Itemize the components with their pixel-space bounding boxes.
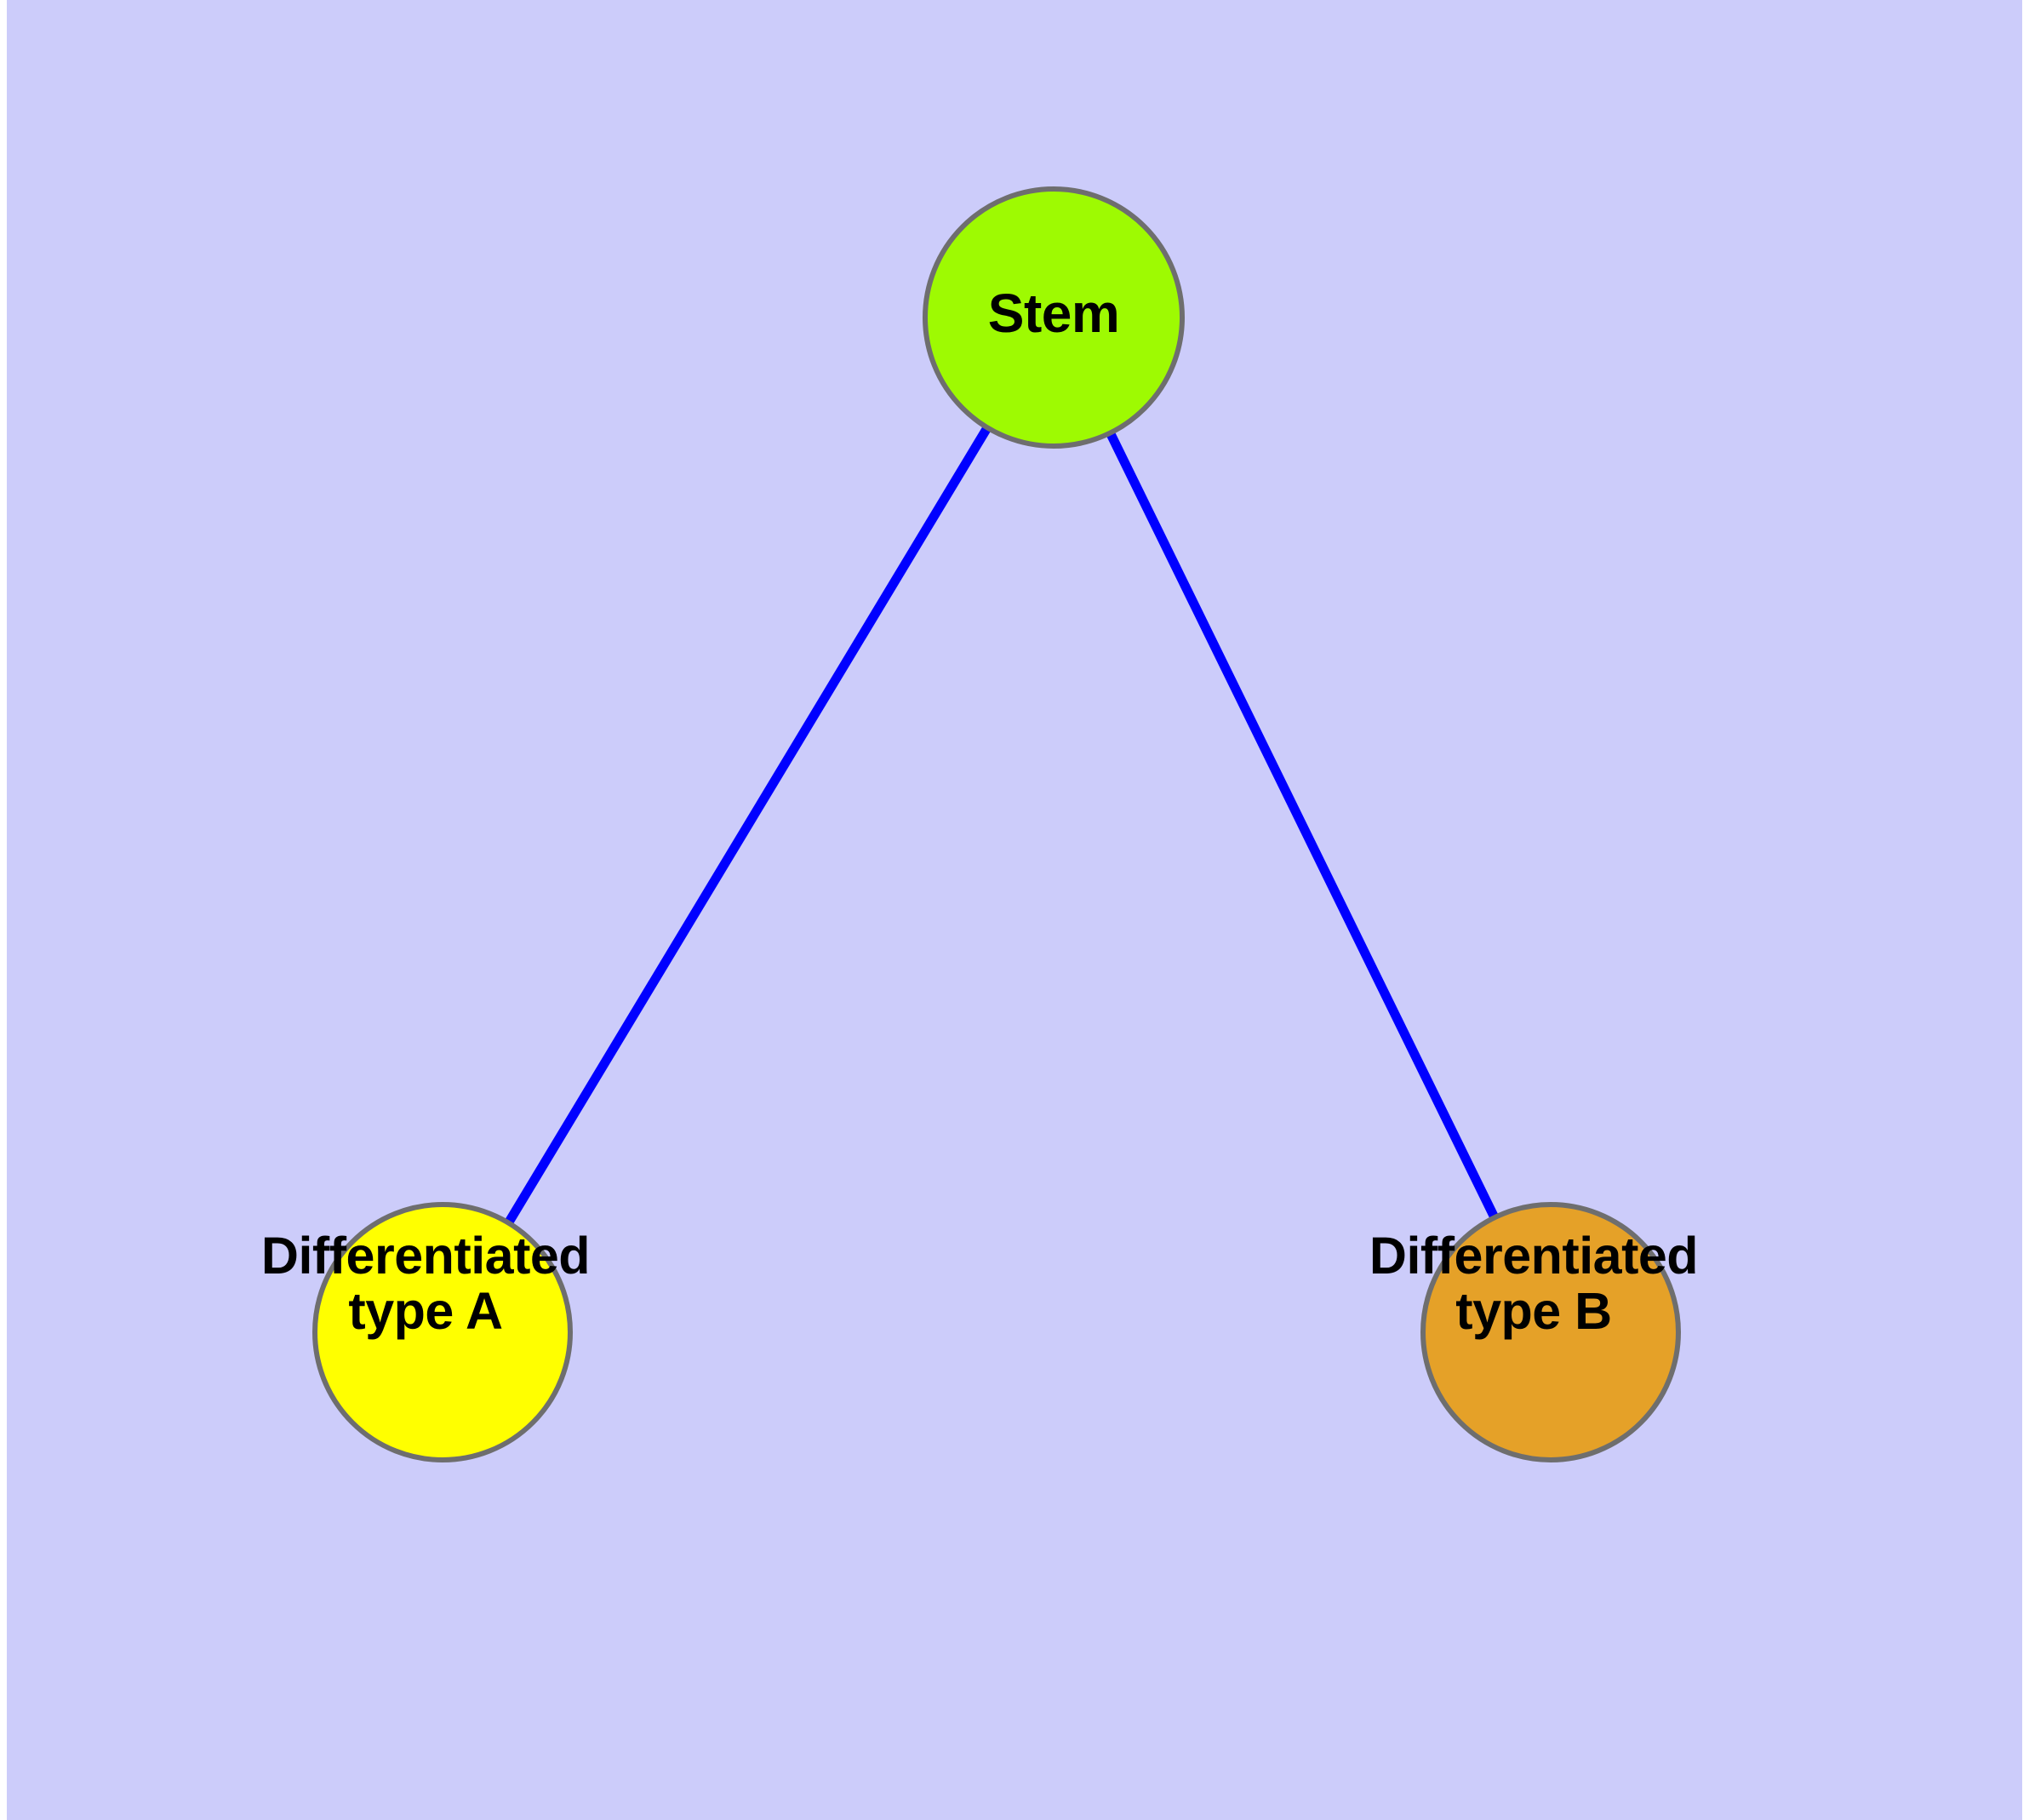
node-stem[interactable] (923, 186, 1185, 449)
node-layer: Stem Differentiated type A Differentiate… (7, 0, 2022, 1820)
edge-stem-to-differentiated-type-b[interactable] (1049, 315, 1555, 1335)
graph-plot-area: Stem Differentiated type A Differentiate… (7, 0, 2022, 1820)
node-differentiated-type-a[interactable] (312, 1202, 573, 1462)
node-differentiated-type-b[interactable] (1420, 1202, 1681, 1462)
edge-layer (438, 315, 1555, 1335)
edge-stem-to-differentiated-type-a[interactable] (438, 315, 1058, 1335)
